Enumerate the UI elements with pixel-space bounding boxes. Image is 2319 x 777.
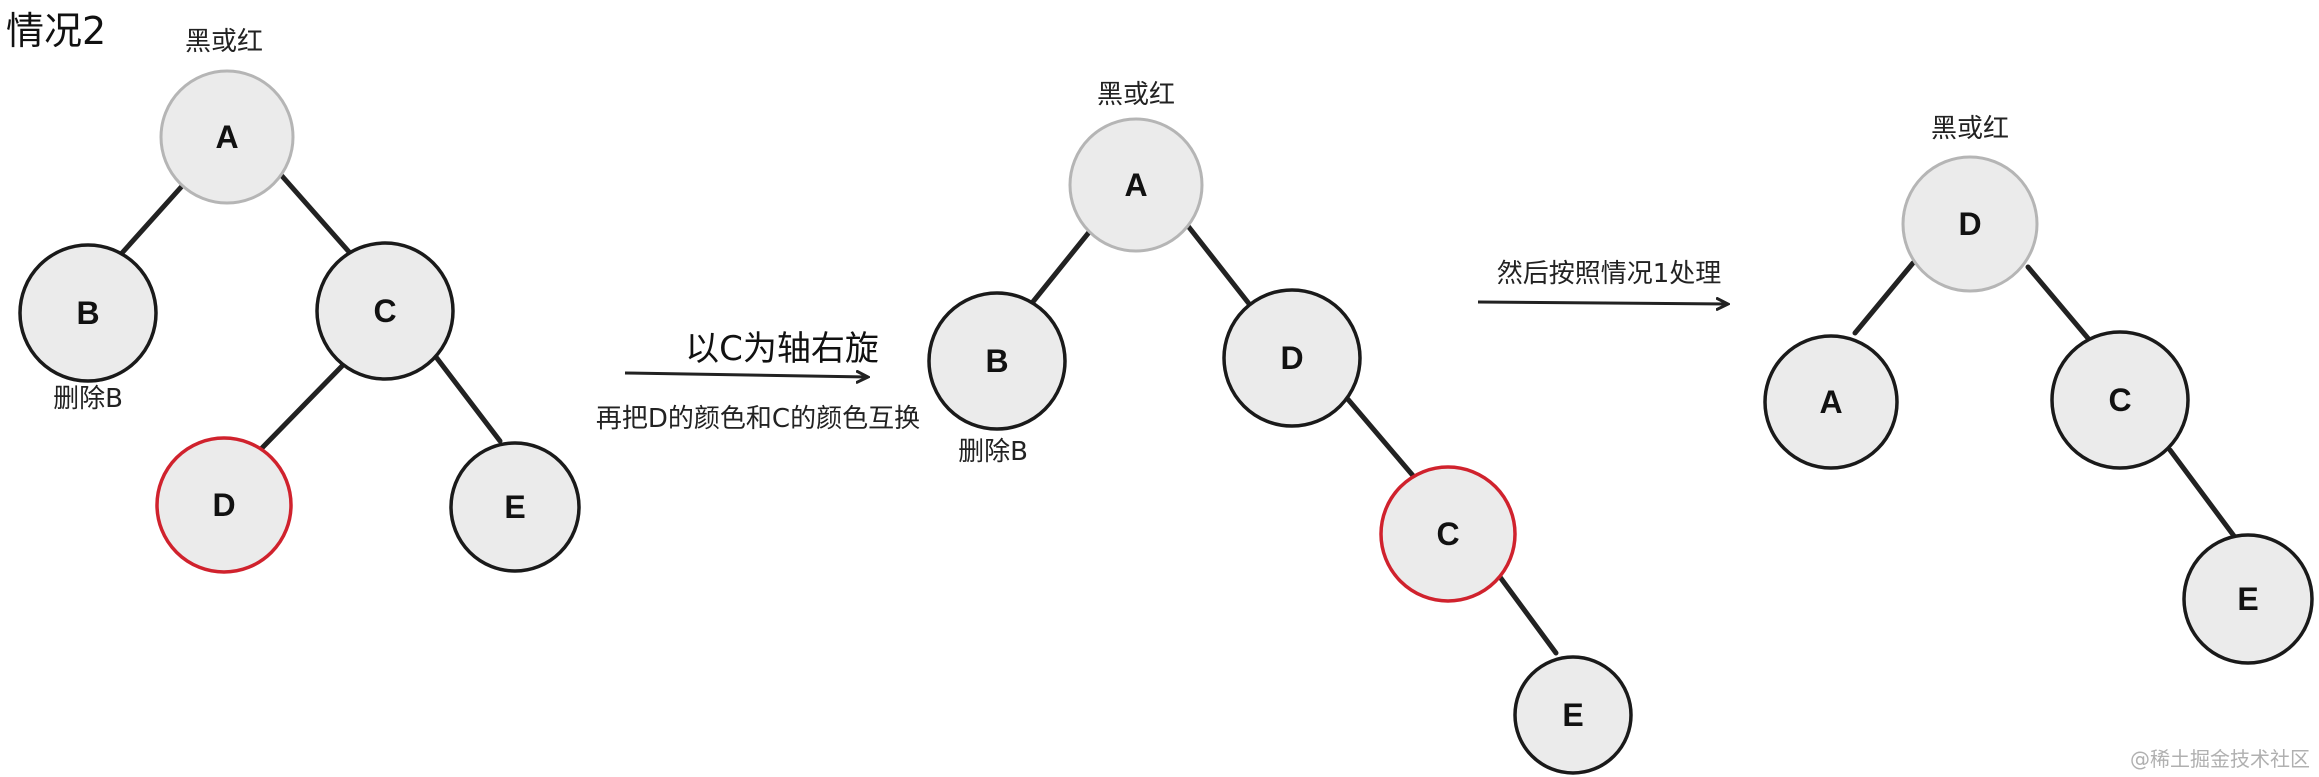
edge-D-A [1852,260,1916,336]
edge-C-D [259,361,347,451]
edge-A-B [119,182,186,256]
transition-2: 然后按照情况1处理 [1477,259,1728,304]
node-C [315,241,455,381]
node-E [449,441,581,573]
node-C-label: C [373,293,396,329]
edge-A-D [1185,223,1253,308]
node-E-label: E [504,489,525,525]
node-B-label: B [76,295,99,331]
node-D-label: D [1958,206,1981,242]
diagram-title: 情况2 [6,9,106,53]
arrow-1 [624,373,868,377]
root-color-note: 黑或红 [1097,80,1175,110]
edge-A-C [279,173,353,256]
transition-1: 以C为轴右旋 再把D的颜色和C的颜色互换 [596,329,920,434]
tree-2: A B D C E 黑或红 删除B [927,80,1633,775]
node-A-label: A [1124,167,1147,203]
node-A [1068,117,1204,253]
node-A-label: A [215,119,238,155]
root-color-note: 黑或红 [185,27,263,57]
node-D-label: D [1280,340,1303,376]
node-B [927,291,1067,431]
edge-C-E [433,354,503,444]
node-B-label: B [985,343,1008,379]
node-A-label: A [1819,384,1842,420]
root-color-note: 黑或红 [1931,114,2009,144]
watermark: @稀土掘金技术社区 [2130,747,2310,771]
delete-note: 删除B [53,384,123,414]
edge-D-C [2025,264,2095,346]
node-D [155,436,293,574]
node-E [1513,655,1633,775]
node-E [2182,533,2314,665]
node-D [1222,288,1362,428]
transition-1-secondary: 再把D的颜色和C的颜色互换 [596,404,920,434]
edge-A-B [1029,228,1093,306]
node-E-label: E [2237,581,2258,617]
delete-note: 删除B [958,437,1028,467]
node-D [1901,155,2039,293]
edge-D-C [1343,394,1418,481]
transition-2-primary: 然后按照情况1处理 [1497,259,1722,289]
transition-1-primary: 以C为轴右旋 [685,329,879,369]
arrow-2 [1477,302,1728,304]
node-A [1763,334,1899,470]
node-C [2050,330,2190,470]
edge-C-E [2167,447,2237,539]
node-A [159,69,295,205]
node-D-label: D [212,487,235,523]
node-E-label: E [1562,697,1583,733]
tree-1: A B C D E 黑或红 删除B [18,27,581,574]
node-B [18,243,158,383]
edge-C-E [1497,574,1559,656]
tree-3: D A C E 黑或红 [1763,114,2314,665]
node-C-label: C [2108,382,2131,418]
node-C [1379,465,1517,603]
node-C-label: C [1436,516,1459,552]
